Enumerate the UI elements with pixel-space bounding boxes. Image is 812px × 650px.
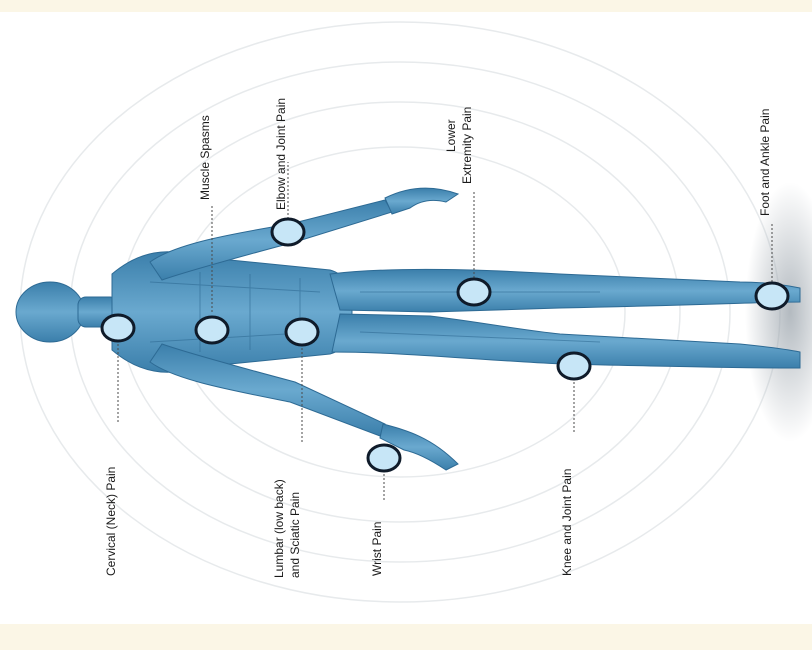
label-wrist-pain: Wrist Pain: [370, 506, 384, 576]
body-pain-diagram: [0, 12, 812, 624]
label-muscle-spasms: Muscle Spasms: [198, 100, 212, 200]
floor-shadow: [745, 182, 812, 442]
marker-muscle-pain-marker-icon: [196, 317, 228, 343]
label-foot-ankle-pain: Foot and Ankle Pain: [758, 86, 772, 216]
marker-cervical-pain-marker-icon: [102, 315, 134, 341]
marker-wrist-pain-marker-icon: [368, 445, 400, 471]
label-lumbar-line2: and Sciatic Pain: [288, 448, 302, 578]
marker-knee-pain-marker-icon: [558, 353, 590, 379]
diagram-panel: Cervical (Neck) Pain Muscle Spasms Elbow…: [0, 12, 812, 624]
label-lumbar-line1: Lumbar (low back): [272, 448, 286, 578]
marker-foot-pain-marker-icon: [756, 283, 788, 309]
label-elbow-joint-pain: Elbow and Joint Pain: [274, 90, 288, 210]
figure-head: [16, 282, 84, 342]
label-lower-line1: Lower: [444, 108, 458, 152]
label-lower-line2: Extremity Pain: [460, 80, 474, 184]
figure-hand-left: [385, 188, 458, 214]
marker-elbow-pain-marker-icon: [272, 219, 304, 245]
marker-lumbar-pain-marker-icon: [286, 319, 318, 345]
marker-lower-pain-marker-icon: [458, 279, 490, 305]
figure-torso: [112, 252, 352, 372]
label-knee-joint-pain: Knee and Joint Pain: [560, 436, 574, 576]
label-cervical-neck-pain: Cervical (Neck) Pain: [104, 426, 118, 576]
